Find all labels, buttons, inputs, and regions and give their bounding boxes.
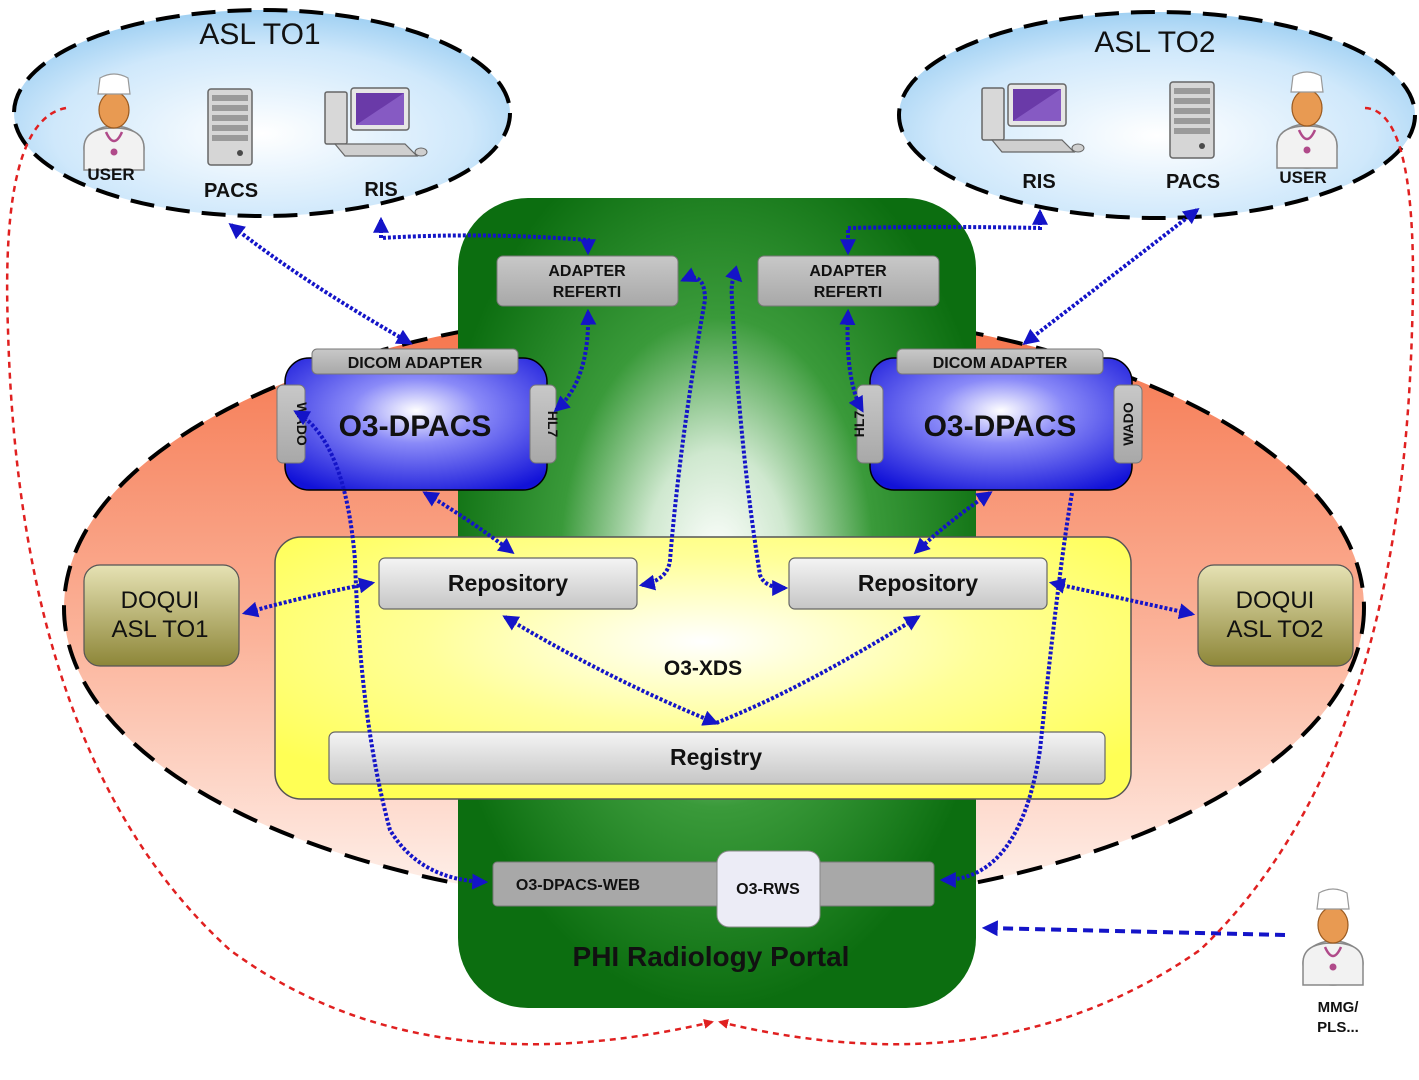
asl-to1-user-label: USER [87, 165, 134, 184]
doqui-asl-to1 [83, 564, 240, 667]
user-icon [1301, 887, 1365, 987]
portal-title: PHI Radiology Portal [573, 941, 850, 972]
adapter-referti-left-line2: REFERTI [553, 284, 621, 301]
doqui-left-line1: DOQUI [121, 587, 200, 614]
o3-dpacs-right-title: O3-DPACS [924, 410, 1077, 443]
dicom-adapter-left [311, 348, 519, 375]
doqui-left-line2: ASL TO1 [112, 616, 209, 643]
blue-connectors [228, 208, 1286, 937]
link-adapter-hl7-right [839, 308, 864, 413]
repository-left-label: Repository [448, 570, 568, 596]
o3-rws [716, 850, 821, 928]
external-user-line1: MMG/ [1318, 999, 1360, 1016]
asl-to2-user-label: USER [1279, 168, 1326, 187]
red-connectors [5, 106, 1415, 1046]
o3-xds-title: O3-XDS [664, 657, 742, 680]
doqui-right-line2: ASL TO2 [1227, 616, 1324, 643]
pacs-server-icon [1169, 81, 1215, 159]
repository-right-label: Repository [858, 570, 978, 596]
link-repo-registry-left [502, 615, 719, 726]
link-repo-registry-right [715, 615, 921, 725]
repository-right [788, 557, 1048, 610]
asl-to1-title: ASL TO1 [199, 18, 320, 51]
hl7-left-label: HL7 [545, 411, 561, 438]
asl-to1-ris-label: RIS [364, 179, 397, 201]
adapter-referti-left-line1: ADAPTER [548, 263, 626, 280]
link-doqui2-repo [1048, 577, 1196, 620]
o3-dpacs-web-label: O3-DPACS-WEB [516, 877, 640, 894]
link-adapter-hl7-left [553, 308, 597, 413]
link-pacs2-dicom [1022, 208, 1200, 345]
link-user2-portal [718, 106, 1415, 1046]
wado-right-label: WADO [1120, 402, 1136, 446]
link-dpacs-repo-right [913, 491, 993, 555]
adapter-referti-right-line1: ADAPTER [809, 263, 887, 280]
wado-right [1113, 384, 1143, 464]
dicom-adapter-left-label: DICOM ADAPTER [348, 355, 483, 372]
asl-to1-pacs-label: PACS [204, 180, 258, 202]
link-pacs1-dicom [228, 223, 413, 345]
doqui-asl-to2 [1197, 564, 1354, 667]
link-user1-portal [5, 106, 714, 1046]
o3-dpacs-web-bar [492, 861, 935, 907]
o3-dpacs-left-title: O3-DPACS [339, 410, 492, 443]
hl7-left [529, 384, 557, 464]
asl-to2-pacs-label: PACS [1166, 171, 1220, 193]
hl7-right-label: HL7 [851, 411, 867, 438]
external-user-line2: PLS... [1317, 1019, 1359, 1036]
adapter-referti-right-line2: REFERTI [814, 284, 882, 301]
doqui-right-line1: DOQUI [1236, 587, 1315, 614]
dicom-adapter-right [896, 348, 1104, 375]
pacs-server-icon [207, 88, 253, 166]
dicom-adapter-right-label: DICOM ADAPTER [933, 355, 1068, 372]
link-adapter-repo-left [638, 267, 708, 591]
registry-label: Registry [670, 744, 762, 770]
asl-to2-ris-label: RIS [1022, 171, 1055, 193]
wado-left-label: WADO [294, 402, 310, 446]
asl-to2-title: ASL TO2 [1094, 26, 1215, 59]
link-wado-web-right [939, 492, 1074, 888]
link-wado-web-left [293, 410, 489, 890]
o3-rws-label: O3-RWS [736, 881, 800, 898]
link-external-portal [981, 920, 1286, 937]
